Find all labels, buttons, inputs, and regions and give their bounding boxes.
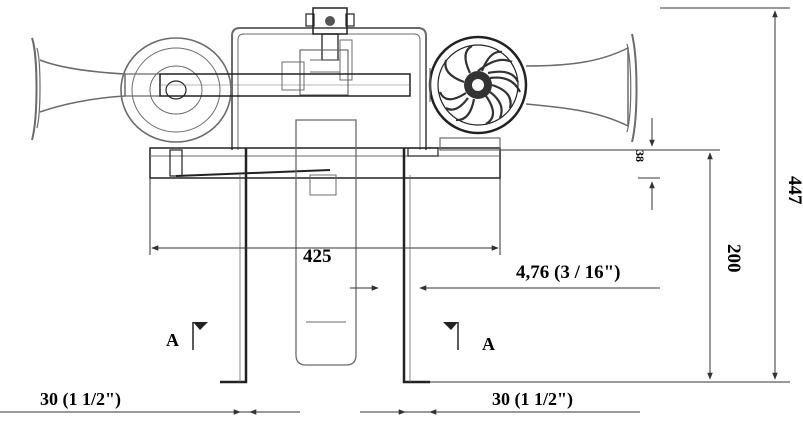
dim-weld-label: 4,76 (3 / 16"): [516, 262, 620, 283]
section-mark-right: A: [482, 334, 495, 354]
dim-200-line: [430, 149, 720, 383]
dim-foot-left-label: 30 (1 1/2"): [40, 389, 121, 410]
dim-38-label: 38: [633, 150, 647, 162]
base-plate: [149, 137, 501, 179]
dim-447-line: [660, 7, 790, 383]
cylinder: [295, 119, 357, 366]
air-tube: [159, 73, 411, 97]
dim-447-label: 447: [784, 176, 803, 205]
dim-425-label: 425: [303, 246, 332, 267]
right-turbine: [428, 35, 528, 135]
valve-assembly: [281, 7, 355, 96]
dim-425-line: [149, 178, 501, 255]
dim-200-label: 200: [723, 244, 744, 273]
dim-foot-right-label: 30 (1 1/2"): [492, 389, 573, 410]
right-horn: [525, 33, 638, 143]
section-mark-left: A: [166, 330, 179, 350]
left-horn: [31, 37, 160, 141]
mounting-brackets: [220, 148, 430, 384]
left-compressor: [120, 37, 232, 143]
dim-38-line: [638, 118, 660, 210]
frame: [231, 27, 427, 150]
section-arrows: [192, 322, 459, 350]
